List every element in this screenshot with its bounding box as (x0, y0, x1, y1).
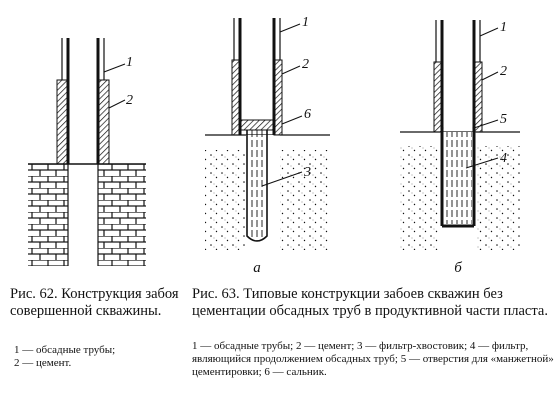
brick-formation-left (28, 164, 68, 266)
fig62-cement-right (97, 79, 110, 165)
fig63-legend: 1 — обсадные трубы; 2 — цемент; 3 — филь… (192, 340, 554, 378)
fig62-caption: Рис. 62. Конструкция забоя совершенной с… (10, 286, 179, 319)
fig62-legend: 1 — обсадные трубы; 2 — цемент. (14, 344, 116, 369)
fig63a-liner-filter (246, 130, 268, 242)
fig63b-label-5: 5 (500, 112, 507, 127)
fig63b-diagram: 1 2 5 4 б (400, 20, 520, 276)
fig63-caption: Рис. 63. Типовые конструкции забоев сква… (192, 286, 548, 319)
fig63b-label-2: 2 (500, 64, 507, 79)
fig62-label-1: 1 (126, 55, 133, 70)
fig63a-diagram: 1 2 6 3 а (205, 15, 330, 276)
fig62-cement-left (56, 79, 69, 165)
fig62-label-2: 2 (126, 93, 133, 108)
fig63b-label-4: 4 (500, 151, 507, 166)
fig63a-label-2: 2 (302, 57, 309, 72)
fig63a-label-1: 1 (302, 15, 309, 30)
fig63a-label-6: 6 (304, 107, 311, 122)
fig62-diagram: 1 2 (28, 38, 146, 266)
fig63b-label-1: 1 (500, 20, 507, 35)
fig63a-packer (239, 119, 275, 131)
fig63a-subfigure-label: а (253, 260, 261, 276)
fig63a-label-3: 3 (303, 165, 311, 180)
brick-formation-right (98, 164, 146, 266)
fig63b-filter (444, 132, 472, 224)
fig63b-subfigure-label: б (454, 260, 462, 276)
